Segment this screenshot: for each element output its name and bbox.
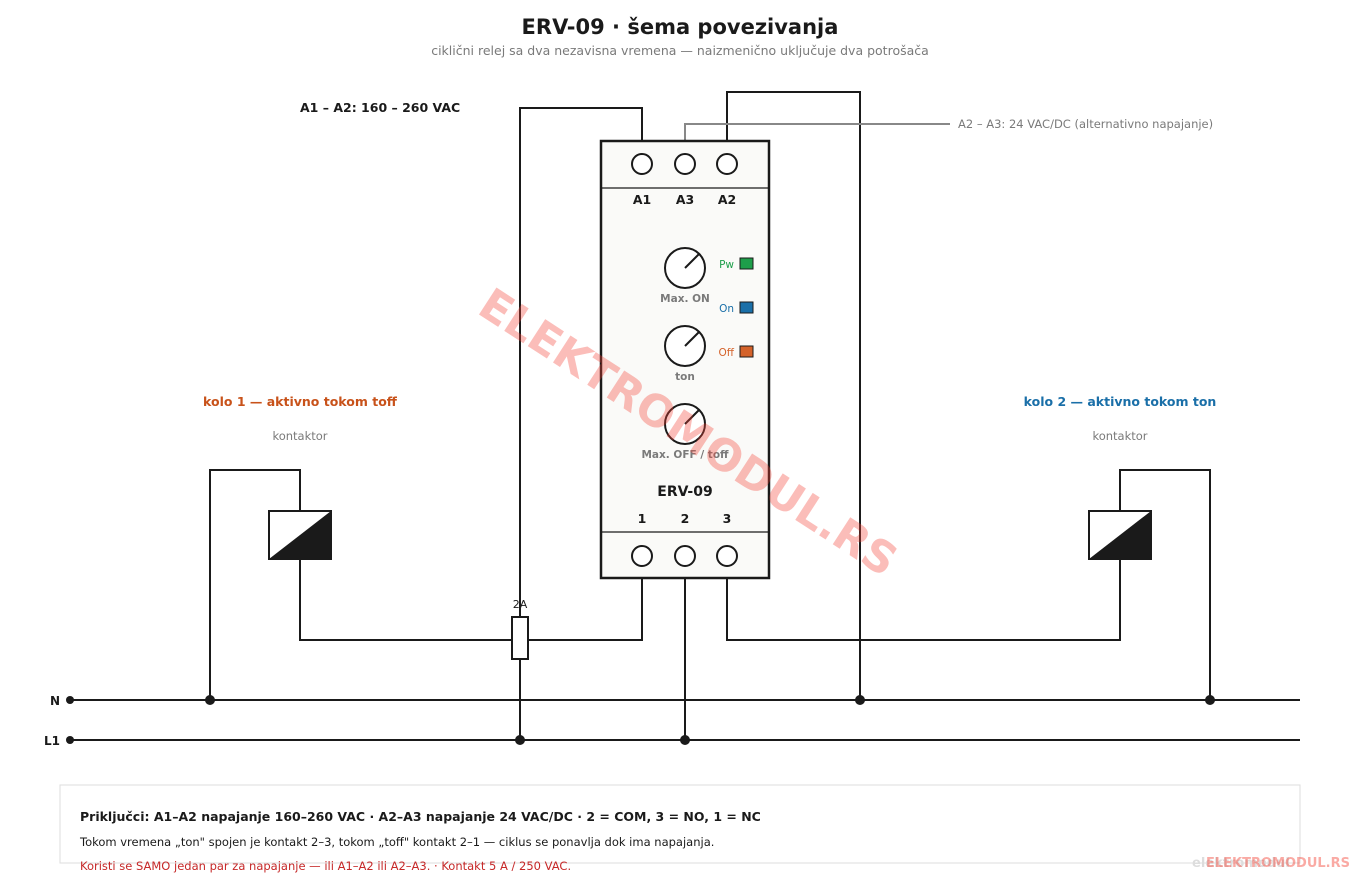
neutral-label: N [50,694,60,708]
knob-pointer [684,253,700,269]
terminal-3 [716,545,738,567]
device-name: ERV-09 [657,484,712,500]
terminal-2 [674,545,696,567]
knob-pointer [684,331,700,347]
wire-contactor1-neutral [209,469,301,700]
corner-watermark-logo: ELEKTROMODUL.RS [1206,856,1350,871]
contactor2-coil-icon [1088,510,1152,560]
footer-cycle-note: Tokom vremena „ton" spojen je kontakt 2–… [79,835,714,849]
fuse-icon [511,616,529,660]
terminal-a1 [631,153,653,175]
terminal-label-2: 2 [681,511,690,526]
knob-label-max-off: Max. OFF / toff [641,449,729,461]
knob-label-max-on: Max. ON [660,293,710,305]
wire-contactor2-neutral [1119,469,1211,700]
junction-dot [205,695,215,705]
circuit1-load-label: kontaktor [272,429,327,443]
footer-connections: Priključci: A1–A2 napajanje 160–260 VAC … [80,809,761,824]
led-label-pw: Pw [719,259,734,271]
terminal-label-1: 1 [638,511,647,526]
led-off-icon [739,345,754,358]
diagram-title: ERV-09 · šema povezivanja [522,15,839,39]
terminal-label-a1: A1 [633,192,651,207]
terminal-label-a2: A2 [718,192,736,207]
fuse-label: 2A [513,598,528,611]
terminal-a2 [716,153,738,175]
junction-dot [680,735,690,745]
terminal-a3 [674,153,696,175]
footer-warning: Koristi se SAMO jedan par za napajanje —… [80,859,571,873]
contactor1-coil-icon [268,510,332,560]
circuit1-title: kolo 1 — aktivno tokom toff [203,394,398,409]
corner-watermark-grey: elektromodul [1192,856,1290,871]
neutral-line-start [66,696,74,704]
knob-pointer [684,409,700,425]
wire-a2-neutral [726,91,861,700]
led-pw-icon [739,257,754,270]
supply-label-a2-a3: A2 – A3: 24 VAC/DC (alternativno napajan… [958,117,1213,131]
wire-nc-contactor1 [299,559,643,641]
circuit2-load-label: kontaktor [1092,429,1147,443]
led-on-icon [739,301,754,314]
junction-dot [1205,695,1215,705]
terminal-label-a3: A3 [676,192,694,207]
wire-no-contactor2 [726,559,1121,641]
knob-label-ton: ton [675,371,695,383]
circuit2-title: kolo 2 — aktivno tokom ton [1024,394,1217,409]
phase-line-start [66,736,74,744]
junction-dot [855,695,865,705]
led-label-on: On [719,303,734,315]
terminal-label-3: 3 [723,511,732,526]
relay-device: A1 A3 A2 Max. ON ton Max. OFF / toff Pw … [599,139,771,580]
terminal-1 [631,545,653,567]
diagram-subtitle: ciklični relej sa dva nezavisna vremena … [431,43,929,58]
wire-a1-supply [519,107,643,617]
footer-note-box [59,784,1301,864]
led-label-off: Off [719,347,735,359]
junction-dot [515,735,525,745]
supply-label-a1-a2: A1 – A2: 160 – 260 VAC [300,100,460,115]
phase-label: L1 [44,734,60,748]
